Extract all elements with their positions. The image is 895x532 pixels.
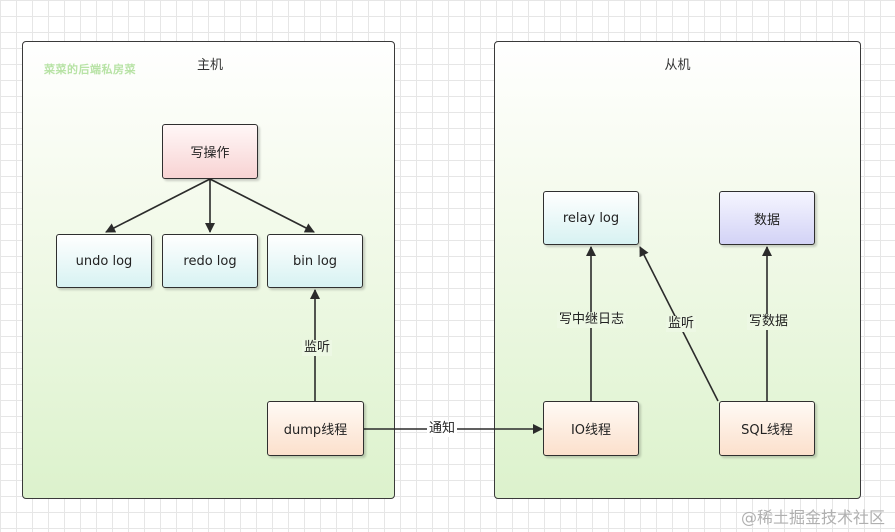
write-op-node[interactable]: 写操作 [162,124,258,179]
label-listen-host: 监听 [302,340,333,356]
label-notify: 通知 [427,421,458,437]
relay-log-node[interactable]: relay log [543,191,639,245]
label-write-data: 写数据 [747,314,791,330]
host-title: 主机 [197,58,224,73]
host-watermark: 菜菜的后端私房菜 [44,63,136,76]
undo-log-node[interactable]: undo log [56,234,152,288]
dump-thread-node[interactable]: dump线程 [267,401,364,456]
label-listen-slave: 监听 [666,316,697,332]
label-write-relay: 写中继日志 [557,312,627,328]
redo-log-node[interactable]: redo log [162,234,258,288]
bin-log-node[interactable]: bin log [267,234,363,288]
data-node[interactable]: 数据 [719,191,815,245]
edge-write-to-undo [105,178,211,233]
sql-thread-node[interactable]: SQL线程 [719,401,815,456]
io-thread-node[interactable]: IO线程 [543,401,639,456]
edge-write-to-bin [209,178,315,233]
corner-watermark: @稀土掘金技术社区 [740,508,885,527]
slave-title: 从机 [664,58,691,73]
